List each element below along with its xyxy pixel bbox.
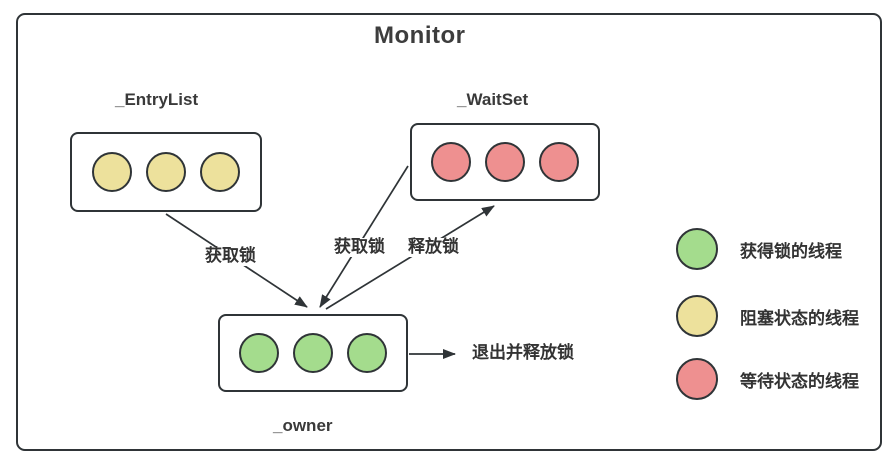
yellow-circle-icon (676, 295, 718, 337)
diagram-title: Monitor (374, 22, 466, 49)
thread-circle (293, 333, 333, 373)
label-exit-release-lock: 退出并释放锁 (472, 343, 574, 363)
legend-label: 等待状态的线程 (740, 371, 859, 391)
owner-box (218, 314, 408, 392)
thread-circle (92, 152, 132, 192)
legend-item-lock-holder: 获得锁的线程 (676, 228, 842, 270)
red-circle-icon (676, 358, 718, 400)
waitset-box (410, 123, 600, 201)
thread-circle (431, 142, 471, 182)
green-circle-icon (676, 228, 718, 270)
entrylist-label: _EntryList (115, 90, 199, 109)
label-acquire-lock-middle: 获取锁 (334, 237, 385, 257)
legend-label: 阻塞状态的线程 (740, 308, 859, 328)
legend-item-blocked: 阻塞状态的线程 (676, 295, 859, 337)
waitset-label: _WaitSet (457, 90, 529, 109)
entrylist-box (70, 132, 262, 212)
thread-circle (347, 333, 387, 373)
owner-label: _owner (273, 416, 333, 435)
label-acquire-lock-left: 获取锁 (205, 246, 256, 266)
thread-circle (539, 142, 579, 182)
thread-circle (239, 333, 279, 373)
thread-circle (485, 142, 525, 182)
legend-label: 获得锁的线程 (740, 241, 842, 261)
legend-item-waiting: 等待状态的线程 (676, 358, 859, 400)
thread-circle (146, 152, 186, 192)
thread-circle (200, 152, 240, 192)
label-release-lock: 释放锁 (408, 237, 459, 257)
